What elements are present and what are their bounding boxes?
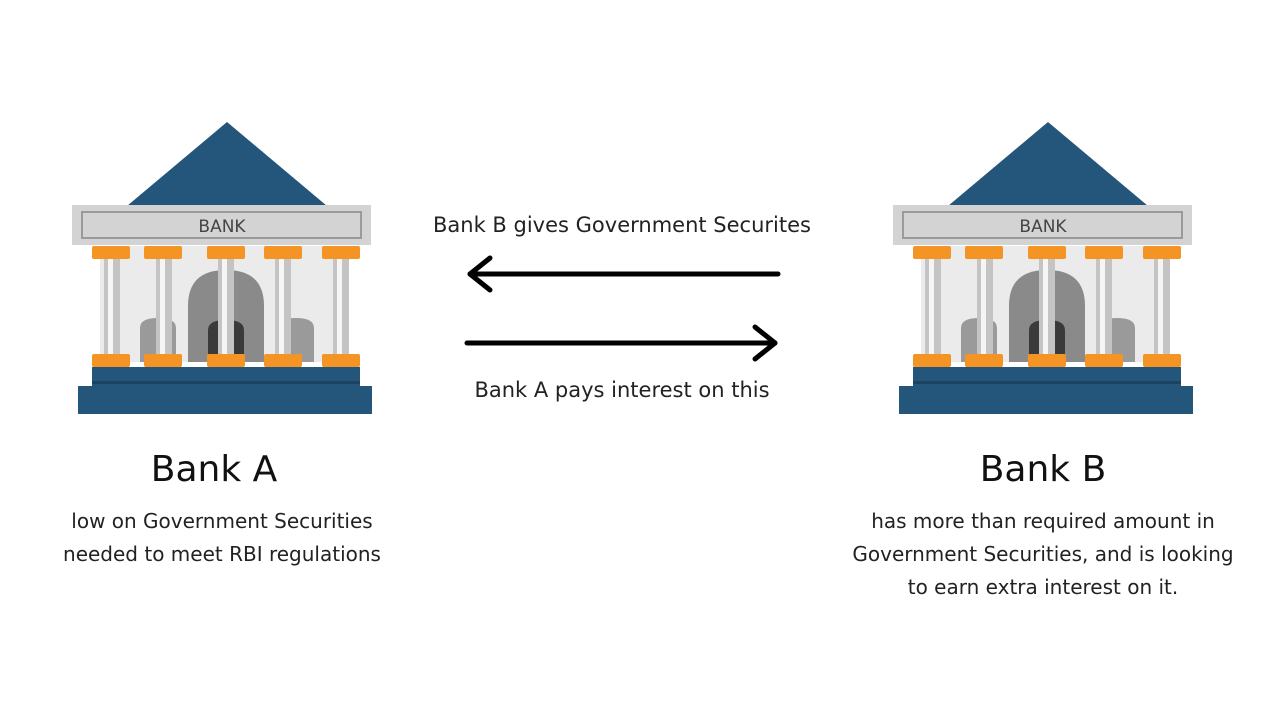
bank-b-sign: BANK xyxy=(1019,217,1067,237)
arrow-left-icon xyxy=(467,255,781,293)
bank-b-description-line: Government Securities, and is looking xyxy=(852,542,1234,566)
bank-b-capitals xyxy=(913,246,1181,367)
bank-a-description-line: low on Government Securities xyxy=(71,509,373,533)
arrow-right-icon xyxy=(464,324,778,362)
bank-b-building-icon: BANK xyxy=(893,122,1193,414)
bank-b-columns xyxy=(925,258,1170,354)
bank-a-capitals xyxy=(92,246,360,367)
interest-flow-label: Bank A pays interest on this xyxy=(474,378,770,402)
bank-b-description-line: has more than required amount in xyxy=(871,509,1215,533)
bank-a-sign: BANK xyxy=(198,217,246,237)
securities-flow-label: Bank B gives Government Securites xyxy=(433,213,811,237)
bank-b-description: has more than required amount in Governm… xyxy=(833,505,1253,604)
bank-a-columns xyxy=(104,258,349,354)
bank-b-description-line: to earn extra interest on it. xyxy=(907,575,1179,599)
bank-a-roof xyxy=(127,122,327,206)
bank-a-title: Bank A xyxy=(150,449,278,490)
bank-a-building-icon: BANK xyxy=(72,122,372,414)
bank-a-description: low on Government Securities needed to m… xyxy=(12,505,432,571)
bank-b-roof xyxy=(948,122,1148,206)
bank-b-title: Bank B xyxy=(979,449,1107,490)
bank-a-description-line: needed to meet RBI regulations xyxy=(63,542,381,566)
